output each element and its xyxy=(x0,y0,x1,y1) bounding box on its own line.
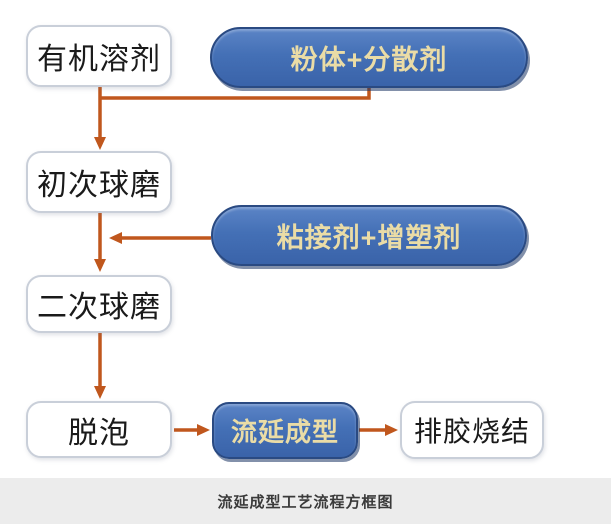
node-binder-burnout-sintering-label: 排胶烧结 xyxy=(413,416,530,447)
node-first-ball-milling: 初次球磨 xyxy=(26,151,172,213)
node-powder-dispersant-label: 粉体+分散剂 xyxy=(290,45,448,75)
node-defoaming: 脱泡 xyxy=(26,401,172,458)
elbow-powder-to-firstmill xyxy=(100,88,371,100)
arrow-solvent-to-firstmill-head xyxy=(94,137,106,150)
arrow-defoam-to-casting-head xyxy=(197,424,210,436)
node-second-ball-milling-label: 二次球磨 xyxy=(37,291,161,324)
arrow-firstmill-to-secondmill-head xyxy=(94,259,106,272)
node-second-ball-milling: 二次球磨 xyxy=(26,275,172,333)
arrow-binder-to-flow-head xyxy=(109,232,122,244)
caption-bar: 流延成型工艺流程方框图 xyxy=(0,478,611,524)
arrow-secondmill-to-defoam-head xyxy=(94,386,106,399)
node-tape-casting: 流延成型 xyxy=(212,402,358,459)
arrow-casting-to-sinter-head xyxy=(385,424,398,436)
node-defoaming-label: 脱泡 xyxy=(68,416,130,450)
node-organic-solvent-label: 有机溶剂 xyxy=(37,43,161,76)
diagram-caption: 流延成型工艺流程方框图 xyxy=(217,493,394,511)
node-first-ball-milling-label: 初次球磨 xyxy=(37,169,161,202)
node-binder-burnout-sintering: 排胶烧结 xyxy=(400,401,544,459)
node-binder-plasticizer-label: 粘接剂+增塑剂 xyxy=(276,223,462,253)
node-organic-solvent: 有机溶剂 xyxy=(26,25,172,87)
node-binder-plasticizer: 粘接剂+增塑剂 xyxy=(211,205,527,266)
node-powder-dispersant: 粉体+分散剂 xyxy=(210,27,528,88)
node-tape-casting-label: 流延成型 xyxy=(230,417,339,447)
